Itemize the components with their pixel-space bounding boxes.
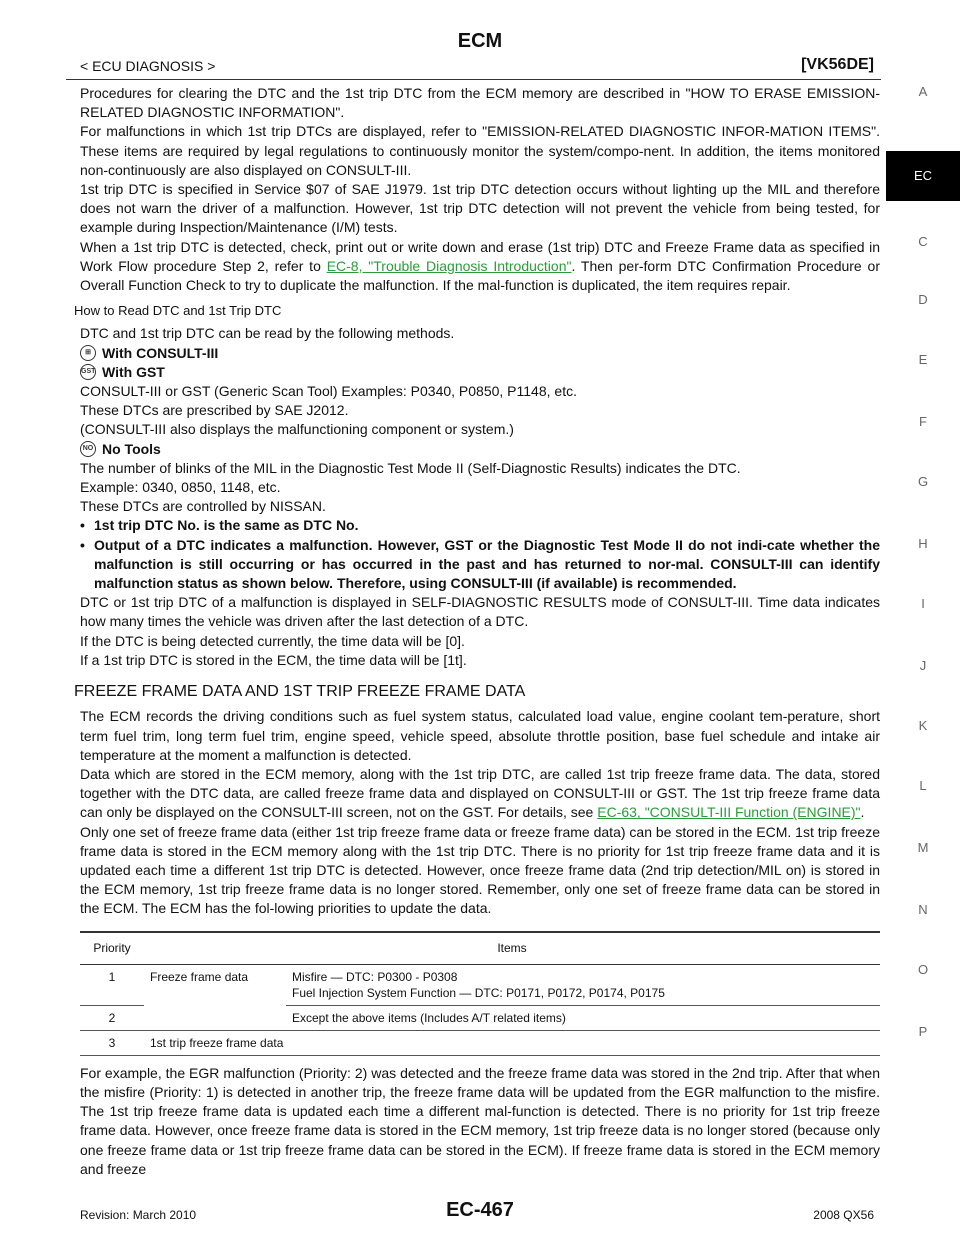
section-letter[interactable]: I [921, 596, 925, 611]
model-code: [VK56DE] [801, 56, 874, 73]
revision-date: Revision: March 2010 [80, 1208, 197, 1222]
section-letter[interactable]: C [918, 234, 928, 249]
breadcrumb: < ECU DIAGNOSIS > [80, 58, 216, 74]
priority-cell: 1 [80, 964, 144, 1006]
section-letter[interactable]: A [918, 84, 928, 99]
priority-cell: 3 [80, 1030, 144, 1056]
paragraph: For example, the EGR malfunction (Priori… [80, 1064, 880, 1177]
priority-cell: 2 [80, 1005, 144, 1031]
subsection-heading: How to Read DTC and 1st Trip DTC [74, 303, 282, 319]
paragraph: Data which are stored in the ECM memory,… [80, 765, 880, 821]
link-consult-function-engine[interactable]: EC-63, "CONSULT-III Function (ENGINE)" [597, 804, 861, 821]
items-cell: Except the above items (Includes A/T rel… [286, 1005, 880, 1031]
page-title: ECM [457, 30, 503, 52]
section-letter[interactable]: F [919, 414, 927, 429]
section-letter[interactable]: O [917, 962, 929, 977]
document-body: Procedures for clearing the DTC and the … [74, 84, 880, 1179]
group-cell: Freeze frame data [144, 964, 286, 1031]
section-letter[interactable]: H [918, 536, 928, 551]
column-header-items: Items [144, 930, 880, 965]
section-letter[interactable]: K [918, 718, 928, 733]
paragraph: These DTCs are controlled by NISSAN. [80, 498, 326, 515]
paragraph: These DTCs are prescribed by SAE J2012. [80, 402, 349, 419]
section-letter[interactable]: E [918, 352, 928, 367]
section-tab-ec[interactable]: EC [886, 151, 960, 201]
items-cell: Misfire — DTC: P0300 - P0308 Fuel Inject… [286, 964, 880, 1006]
bullet-icon: • [80, 536, 85, 553]
section-letter[interactable]: J [919, 658, 927, 673]
header-divider [66, 79, 881, 80]
paragraph: The ECM records the driving conditions s… [80, 708, 880, 763]
page-number: EC-467 [446, 1199, 514, 1221]
paragraph: Procedures for clearing the DTC and the … [80, 85, 880, 121]
paragraph: CONSULT-III or GST (Generic Scan Tool) E… [80, 383, 577, 400]
no-tools-icon: NO [80, 441, 96, 458]
bullet-item: •1st trip DTC No. is the same as DTC No. [80, 516, 880, 535]
vehicle-model: 2008 QX56 [813, 1208, 874, 1222]
table-row: 1 Freeze frame data Misfire — DTC: P0300… [80, 964, 880, 1031]
gst-tool-icon: GST [80, 364, 96, 381]
section-letter[interactable]: L [919, 778, 927, 793]
paragraph: Example: 0340, 0850, 1148, etc. [80, 479, 281, 496]
consult-tool-icon: ⊞ [80, 345, 96, 362]
link-trouble-diagnosis-introduction[interactable]: EC-8, "Trouble Diagnosis Introduction" [326, 257, 572, 274]
paragraph: If the DTC is being detected currently, … [80, 632, 465, 649]
section-letter[interactable]: N [918, 902, 928, 917]
paragraph: (CONSULT-III also displays the malfuncti… [80, 421, 514, 438]
section-letter[interactable]: D [918, 292, 928, 307]
paragraph: If a 1st trip DTC is stored in the ECM, … [80, 651, 467, 668]
paragraph: When a 1st trip DTC is detected, check, … [80, 238, 880, 294]
paragraph: The number of blinks of the MIL in the D… [80, 459, 741, 476]
table-header-row: Priority Items [80, 930, 880, 965]
paragraph: 1st trip DTC is specified in Service $07… [80, 181, 880, 236]
paragraph: Only one set of freeze frame data (eithe… [80, 823, 880, 917]
column-header-priority: Priority [80, 930, 144, 965]
table-row: 2 Except the above items (Includes A/T r… [80, 1005, 880, 1031]
bullet-item: •Output of a DTC indicates a malfunction… [80, 536, 880, 594]
paragraph: For malfunctions in which 1st trip DTCs … [80, 123, 880, 178]
section-heading: FREEZE FRAME DATA AND 1ST TRIP FREEZE FR… [74, 683, 526, 701]
method-consult: ⊞With CONSULT-III [80, 344, 880, 363]
bullet-icon: • [80, 517, 85, 534]
items-cell: 1st trip freeze frame data [144, 1030, 880, 1056]
paragraph: DTC or 1st trip DTC of a malfunction is … [80, 594, 880, 630]
paragraph: DTC and 1st trip DTC can be read by the … [80, 325, 455, 342]
section-letter[interactable]: P [918, 1024, 928, 1039]
section-letter[interactable]: M [917, 840, 929, 855]
table-row: 3 1st trip freeze frame data [80, 1030, 880, 1056]
priority-table: Priority Items 1 Freeze frame data Misfi… [80, 930, 880, 1056]
section-letter[interactable]: G [917, 474, 929, 489]
